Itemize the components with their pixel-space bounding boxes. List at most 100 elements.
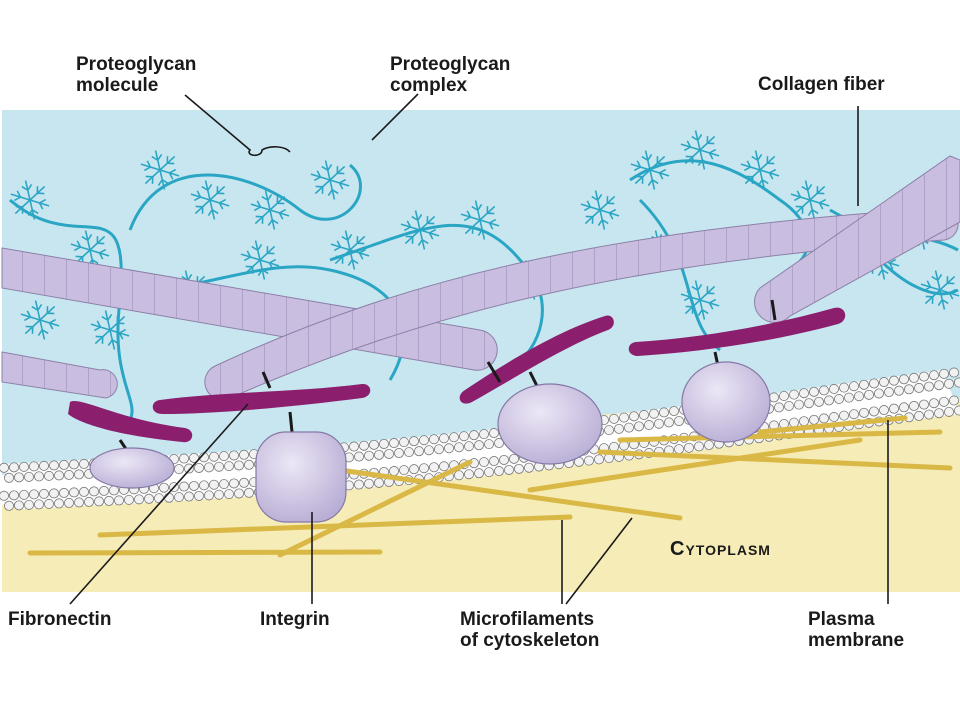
phospholipid-head bbox=[418, 435, 429, 446]
phospholipid-head bbox=[829, 412, 840, 423]
phospholipid-head bbox=[183, 463, 194, 474]
phospholipid-head bbox=[208, 479, 219, 490]
phospholipid-head bbox=[819, 413, 830, 424]
microfilament bbox=[527, 437, 863, 493]
proteoglycan-branch bbox=[81, 230, 93, 251]
proteoglycan-branch bbox=[207, 199, 219, 220]
phospholipid-head bbox=[243, 459, 254, 470]
phospholipid-head bbox=[188, 480, 199, 491]
microfilament bbox=[337, 467, 683, 521]
fibronectin bbox=[152, 383, 371, 414]
proteoglycan-branch bbox=[477, 219, 489, 240]
proteoglycan-branch bbox=[327, 179, 339, 200]
proteoglycan-branch bbox=[209, 185, 226, 201]
phospholipid-head bbox=[503, 464, 514, 475]
phospholipid-head bbox=[64, 497, 75, 508]
proteoglycan-branch bbox=[417, 229, 429, 250]
proteoglycan-branch bbox=[790, 190, 811, 202]
proteoglycan-branch bbox=[201, 180, 213, 201]
microfilament bbox=[757, 415, 908, 435]
proteoglycan-branch bbox=[194, 199, 211, 215]
proteoglycan-branch bbox=[39, 305, 56, 321]
proteoglycan-branch bbox=[21, 180, 33, 201]
phospholipid-head bbox=[408, 436, 419, 447]
phospholipid-head bbox=[183, 491, 194, 502]
phospholipid-head bbox=[609, 413, 620, 424]
collagen-fiber bbox=[1, 351, 118, 399]
integrin bbox=[681, 361, 771, 443]
proteoglycan-branch bbox=[464, 219, 481, 235]
phospholipid-head bbox=[358, 440, 369, 451]
proteoglycan-branch bbox=[347, 249, 359, 270]
phospholipid-head bbox=[383, 448, 394, 459]
label-proteoglycan-molecule: Proteoglycan molecule bbox=[76, 54, 197, 96]
phospholipid-head bbox=[398, 437, 409, 448]
phospholipid-head bbox=[954, 377, 960, 388]
phospholipid-head bbox=[408, 464, 419, 475]
proteoglycan-branch bbox=[794, 199, 811, 215]
phospholipid-head bbox=[443, 443, 454, 454]
proteoglycan-branch bbox=[809, 198, 830, 210]
phospholipid-head bbox=[54, 470, 65, 481]
phospholipid-head bbox=[624, 422, 635, 433]
phospholipid-head bbox=[238, 449, 249, 460]
label-microfilaments: Microfilaments of cytoskeleton bbox=[460, 609, 600, 651]
phospholipid-head bbox=[869, 378, 880, 389]
phospholipid-head bbox=[4, 472, 14, 483]
proteoglycan-branch bbox=[697, 149, 709, 170]
phospholipid-head bbox=[74, 469, 85, 480]
phospholipid-head bbox=[99, 485, 110, 496]
phospholipid-head bbox=[674, 416, 685, 427]
phospholipid-head bbox=[13, 500, 24, 511]
phospholipid-head bbox=[458, 431, 469, 442]
proteoglycan-branch bbox=[691, 280, 703, 301]
phospholipid-head bbox=[884, 387, 895, 398]
proteoglycan-branch bbox=[157, 169, 169, 190]
phospholipid-head bbox=[69, 487, 80, 498]
proteoglycan-branch bbox=[107, 329, 119, 350]
proteoglycan-branch bbox=[251, 240, 263, 261]
proteoglycan-branch bbox=[259, 258, 280, 270]
phospholipid-head bbox=[448, 432, 459, 443]
proteoglycan-branch bbox=[349, 248, 370, 260]
proteoglycan-branch bbox=[269, 195, 286, 211]
phospholipid-head bbox=[193, 462, 204, 473]
phospholipid-head bbox=[924, 381, 935, 392]
proteoglycan-branch bbox=[159, 155, 176, 171]
label-proteoglycan-complex: Proteoglycan complex bbox=[390, 54, 511, 96]
phospholipid-head bbox=[869, 406, 880, 417]
phospholipid-head bbox=[508, 453, 519, 464]
proteoglycan-branch bbox=[460, 210, 481, 222]
phospholipid-head bbox=[218, 451, 229, 462]
proteoglycan-branch bbox=[649, 155, 666, 171]
phospholipid-head bbox=[864, 389, 875, 400]
proteoglycan-branch bbox=[70, 240, 91, 252]
phospholipid-head bbox=[39, 460, 50, 471]
proteoglycan-branch bbox=[29, 198, 50, 210]
proteoglycan-branch bbox=[159, 168, 180, 180]
phospholipid-head bbox=[809, 386, 820, 397]
phospholipid-head bbox=[213, 489, 224, 500]
phospholipid-head bbox=[59, 487, 70, 498]
proteoglycan-branch bbox=[349, 235, 366, 251]
phospholipid-head bbox=[428, 462, 439, 473]
phospholipid-head bbox=[659, 407, 670, 418]
phospholipid-head bbox=[13, 472, 24, 483]
label-integrin: Integrin bbox=[260, 609, 330, 630]
phospholipid-head bbox=[193, 490, 204, 501]
phospholipid-head bbox=[483, 467, 494, 478]
phospholipid-head bbox=[373, 449, 384, 460]
proteoglycan-branch bbox=[29, 185, 46, 201]
proteoglycan-branch bbox=[411, 210, 423, 231]
phospholipid-head bbox=[894, 385, 905, 396]
proteoglycan-branch bbox=[140, 160, 161, 172]
phospholipid-head bbox=[198, 480, 209, 491]
phospholipid-head bbox=[814, 396, 825, 407]
phospholipid-head bbox=[879, 405, 890, 416]
proteoglycan-branch bbox=[329, 165, 346, 181]
phospholipid-head bbox=[879, 377, 890, 388]
phospholipid-head bbox=[769, 392, 780, 403]
phospholipid-head bbox=[378, 438, 389, 449]
proteoglycan-branch bbox=[684, 149, 701, 165]
